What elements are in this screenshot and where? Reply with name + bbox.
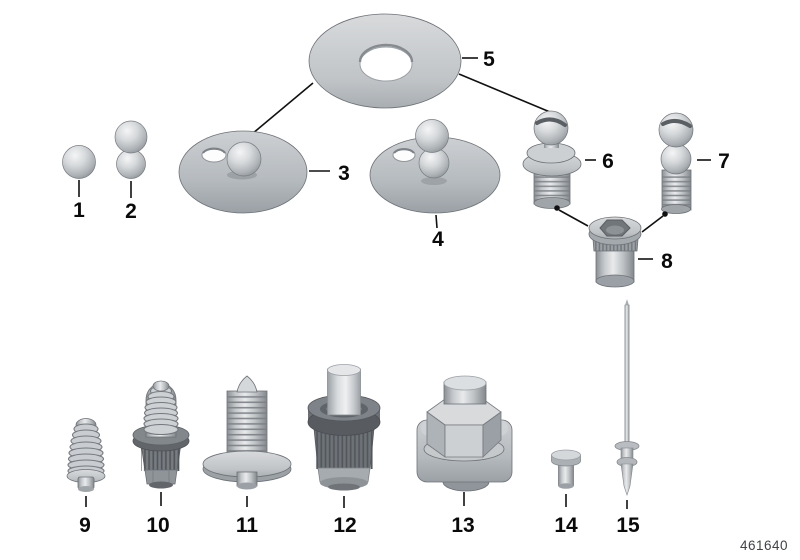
callout-dot-7-bottom	[662, 211, 668, 217]
ball-slot	[661, 119, 692, 128]
part-2-double-ball: 2	[114, 120, 148, 223]
part-12-label[interactable]: 12	[333, 514, 356, 537]
part-5-label[interactable]: 5	[483, 48, 495, 71]
callout-line-7-to-8	[641, 215, 664, 233]
part-7-label[interactable]: 7	[718, 150, 730, 173]
part-4-label[interactable]: 4	[432, 228, 444, 251]
part-12-expansion-rivet: 12	[307, 364, 381, 537]
part-3-washer-with-ball: 3	[178, 130, 350, 214]
part-13-grommet-nut: 13	[416, 375, 513, 537]
part-13-label[interactable]: 13	[451, 514, 474, 537]
callout-dot-6-bottom	[554, 205, 560, 211]
part-14-plug: 14	[551, 449, 581, 537]
part-11-label[interactable]: 11	[236, 514, 259, 537]
part-15-label[interactable]: 15	[616, 514, 640, 537]
doc-number: 461640	[740, 538, 788, 553]
part-6-label[interactable]: 6	[602, 150, 614, 173]
part-8-label[interactable]: 8	[661, 250, 673, 273]
part-11-screw-with-washer: 11	[202, 375, 292, 537]
leader-line-4	[435, 214, 438, 229]
part-10-expansion-screw: 10	[132, 380, 190, 537]
part-10-label[interactable]: 10	[146, 514, 169, 537]
part-8-threaded-bush: 8	[588, 216, 673, 288]
ball-slot	[535, 117, 567, 127]
part-9-label[interactable]: 9	[79, 514, 91, 537]
part-3-label[interactable]: 3	[338, 162, 350, 185]
callout-line-5-to-6	[458, 73, 551, 113]
part-4-washer-with-double-ball: 4	[369, 119, 501, 251]
callout-line-5-to-3	[245, 82, 314, 140]
part-9-tapping-screw: 9	[66, 418, 106, 537]
callout-line-6-to-8	[558, 209, 589, 227]
part-15-needle-pin: 15	[614, 299, 640, 537]
part-1-ball: 1	[62, 145, 96, 222]
part-1-label[interactable]: 1	[73, 199, 85, 222]
part-6-ball-pin: 6	[522, 110, 614, 227]
part-7-ball-stud: 7	[641, 112, 730, 233]
part-14-label[interactable]: 14	[554, 514, 578, 537]
part-2-label[interactable]: 2	[125, 200, 137, 223]
